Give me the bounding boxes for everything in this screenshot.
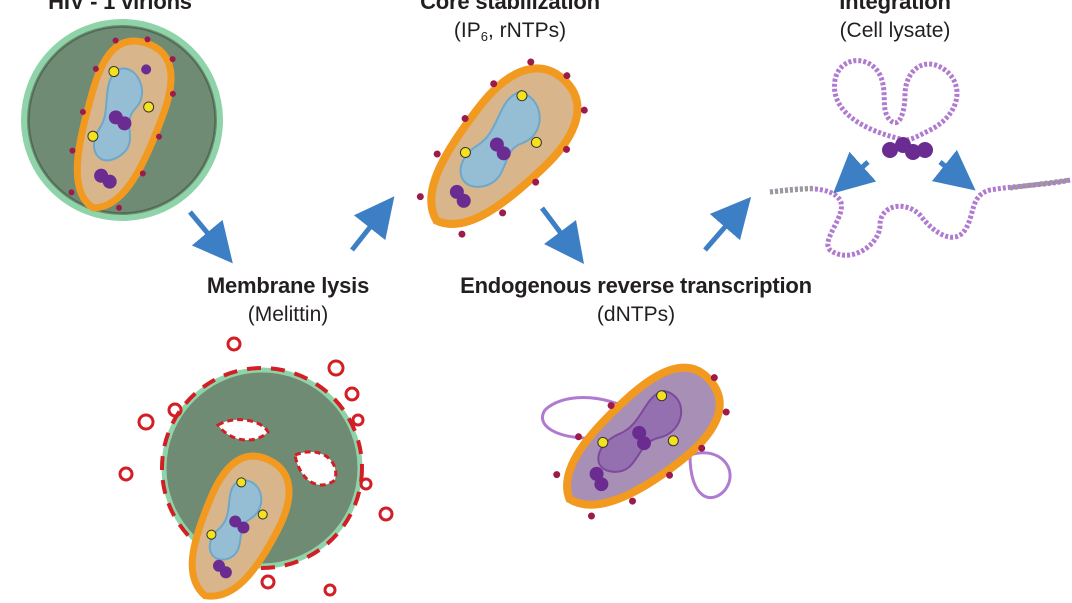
stabilization-subtitle: (IP6, rNTPs)	[453, 19, 567, 44]
integration-subtitle: (Cell lysate)	[839, 19, 951, 42]
reverse-transcription-illustration	[541, 363, 732, 520]
lysis-subtitle: (Melittin)	[247, 303, 329, 326]
arrow-lysis-to-stabilization	[350, 196, 395, 252]
arrow-integration-right	[931, 149, 976, 191]
ert-title: Endogenous reverse transcription	[460, 273, 812, 298]
integration-title: Integration	[839, 0, 951, 14]
process-arrows	[188, 149, 976, 264]
stabilized-capsid-illustration	[416, 58, 588, 238]
arrow-ert-to-integration	[703, 196, 752, 252]
lysis-title: Membrane lysis	[206, 273, 370, 298]
membrane-lysis-illustration	[118, 336, 394, 600]
hiv-virion-illustration	[21, 19, 223, 221]
ert-subtitle: (dNTPs)	[596, 303, 676, 326]
arrow-virion-to-lysis	[188, 210, 233, 264]
arrow-integration-left	[833, 151, 877, 194]
stabilization-title: Core stabilization	[420, 0, 600, 14]
arrow-stabilization-to-ert	[540, 206, 584, 264]
virions-title: HIV - 1 virions	[48, 0, 192, 14]
integration-illustration	[769, 58, 1071, 258]
